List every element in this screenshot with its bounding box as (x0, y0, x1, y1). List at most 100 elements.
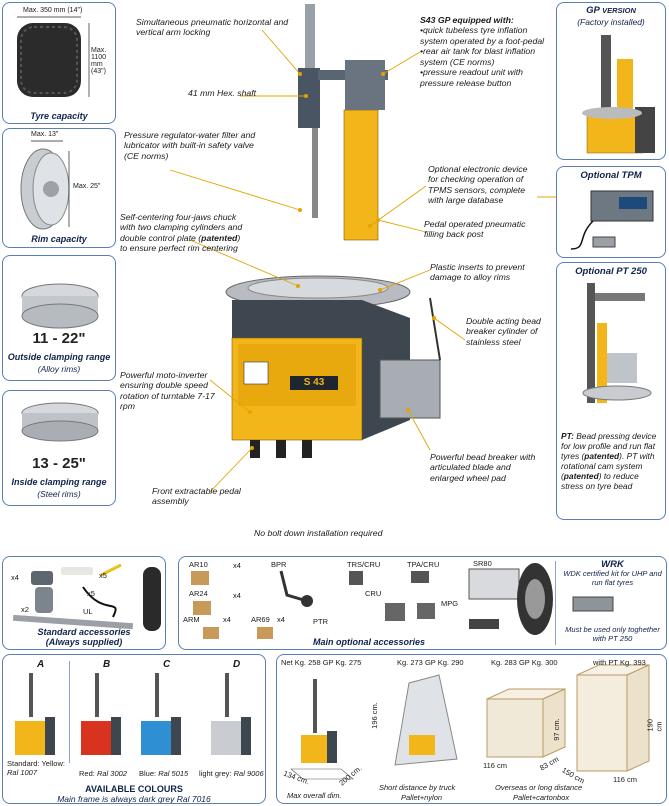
colour-letter: A (37, 659, 45, 670)
wrk-divider (555, 561, 556, 645)
optional-accessories-title: Main optional accessories (312, 637, 426, 647)
opt-acc-label: AR24 (189, 589, 208, 598)
gp-equipped-item: •quick tubeless tyre inflation system op… (420, 25, 545, 46)
callout-plastic-inserts: Plastic inserts to prevent damage to all… (430, 262, 525, 283)
colour-name: light grey: Ral 9006 (199, 769, 264, 778)
colour-name: Red: Ral 3002 (79, 769, 127, 778)
standard-accessories-subtitle: (Always supplied) (45, 637, 123, 647)
weight-overseas: Kg. 283 GP Kg. 300 (491, 658, 558, 667)
opt-acc-label: PTR (313, 617, 328, 626)
pt250-title: Optional PT 250 (575, 266, 647, 277)
dim-label: 196 cm. (369, 702, 379, 729)
wrk-desc: WDK certified kit for UHP and run flat t… (563, 569, 662, 587)
weight-pt: with PT Kg. 393 (593, 658, 646, 667)
wrk-title: WRK (601, 559, 624, 570)
callout-bead-cylinder: Double acting bead breaker cylinder of s… (466, 316, 541, 347)
outside-clamping-caption: Outside clamping range (7, 352, 111, 362)
rim-capacity-box: Max. 13" Max. 25" Rim capacity (2, 128, 116, 248)
standard-accessories-box: x4 x5 x5 x2 UL Standard accessories (Alw… (2, 556, 166, 650)
inside-clamping-sub: (Steel rims) (37, 489, 81, 499)
colour-name: Blue: Ral 5015 (139, 769, 189, 778)
callout-pedal-assembly: Front extractable pedal assembly (152, 486, 241, 507)
opt-acc-label: x4 (277, 615, 285, 624)
gp-version-sub: (Factory installed) (577, 17, 645, 27)
packing-caption: Pallet+nylon (401, 793, 443, 802)
alloy-rim-image (21, 283, 99, 329)
opt-acc-label: BPR (271, 560, 287, 569)
gp-equipped-item: •pressure readout unit with pressure rel… (420, 67, 524, 88)
opt-acc-label: x4 (233, 591, 241, 600)
opt-acc-label: MPG (441, 599, 459, 608)
gp-version-title: GP VERSION (586, 5, 636, 16)
machine-badge: S 43 (303, 377, 325, 388)
tyre-max-height: Max. 1100 mm (43") (91, 47, 107, 75)
rim-capacity-caption: Rim capacity (31, 234, 87, 244)
outside-range: 11 - 22" (32, 330, 86, 347)
tpm-title: Optional TPM (580, 170, 642, 181)
gp-equipped-list: S43 GP equipped with: •quick tubeless ty… (420, 15, 550, 88)
optional-accessories-box: AR10 x4 BPR TRS/CRU TPA/CRU SR80 AR24 x4… (178, 556, 667, 650)
optional-accessories-image (191, 563, 614, 639)
opt-acc-label: CRU (365, 589, 382, 598)
opt-acc-label: AR10 (189, 560, 208, 569)
callout-inverter: Powerful moto-inverter ensuring double s… (120, 370, 215, 412)
standard-accessories-title: Standard accessories (37, 627, 131, 637)
dim-label: 116 cm (483, 761, 508, 770)
packing-caption: Overseas or long distance (495, 783, 583, 792)
outside-clamping-sub: (Alloy rims) (37, 364, 81, 374)
rim-max-width: Max. 13" (31, 131, 59, 138)
inside-clamping-caption: Inside clamping range (11, 477, 107, 487)
gp-equipped-item: •rear air tank for blast inflation syste… (420, 46, 536, 67)
colours-title: AVAILABLE COLOURS (85, 784, 183, 794)
tyre-image (17, 16, 90, 97)
colour-name: Standard: Yellow: Ral 1007 (7, 759, 65, 777)
tpm-box: Optional TPM (556, 166, 666, 258)
dim-label: 116 cm (613, 775, 638, 784)
acc-label: x4 (11, 573, 19, 582)
dim-label: 97 cm. (551, 718, 561, 741)
pt250-image (582, 283, 652, 403)
outside-clamping-box: 11 - 22" Outside clamping range (Alloy r… (2, 255, 116, 381)
packing-caption: Pallet+cartonbox (513, 793, 570, 802)
tyre-max-diam: Max. 350 mm (14") (23, 7, 83, 14)
opt-acc-label: SR80 (473, 559, 492, 568)
acc-label: x5 (87, 589, 95, 598)
weight-net: Net Kg. 258 GP Kg. 275 (281, 658, 362, 667)
colour-letter: D (233, 659, 241, 670)
tyre-capacity-box: Max. 350 mm (14") Max. 1100 mm (43") Tyr… (2, 2, 116, 124)
acc-label: x2 (21, 605, 29, 614)
colours-note: Main frame is always dark grey Ral 7016 (57, 794, 211, 804)
packing-caption: Max overall dim. (287, 791, 342, 800)
colour-letter: B (103, 659, 111, 670)
colour-divider (69, 661, 70, 763)
inside-clamping-box: 13 - 25" Inside clamping range (Steel ri… (2, 390, 116, 506)
colours-box: A B C D Standard: Yellow: Ral 1007 Red: … (2, 654, 266, 804)
callout-chuck: Self-centering four-jaws chuck with two … (120, 212, 243, 254)
callout-pedal-filling: Pedal operated pneumatic filling back po… (424, 219, 526, 240)
acc-label: UL (83, 607, 93, 616)
packing-box: Net Kg. 258 GP Kg. 275 Kg. 273 GP Kg. 29… (276, 654, 667, 804)
steel-rim-image (21, 402, 99, 442)
opt-acc-label: x4 (233, 561, 241, 570)
opt-acc-label: ARM (183, 615, 200, 624)
opt-acc-label: AR69 (251, 615, 270, 624)
wrk-note: Must be used only toghether with PT 250 (565, 625, 660, 643)
gp-equipped-title: S43 GP equipped with: (420, 15, 514, 25)
inside-range: 13 - 25" (32, 455, 86, 472)
colour-variants-image (15, 673, 251, 755)
rim-max-diam: Max. 25" (73, 183, 101, 190)
callout-arm-locking: Simultaneous pneumatic horizontal and ve… (136, 17, 289, 38)
callout-hex-shaft: 41 mm Hex. shaft (188, 88, 257, 98)
pt250-box: Optional PT 250 PT: Bead pressing device… (556, 262, 666, 520)
standard-accessories-image (12, 563, 161, 631)
pt250-description: PT: Bead pressing device for low profile… (561, 431, 657, 492)
callout-tpms-device: Optional electronic device for checking … (428, 164, 528, 206)
rim-image (20, 140, 70, 230)
tpm-device-image (570, 190, 654, 250)
gp-machine-image (582, 35, 655, 154)
tyre-capacity-caption: Tyre capacity (30, 111, 88, 121)
gp-version-box: GP VERSION (Factory installed) (556, 2, 666, 160)
callout-regulator: Pressure regulator-water filter and lubr… (124, 130, 256, 161)
tyre-changer-machine (169, 4, 558, 493)
packing-caption: Short distance by truck (379, 783, 456, 792)
